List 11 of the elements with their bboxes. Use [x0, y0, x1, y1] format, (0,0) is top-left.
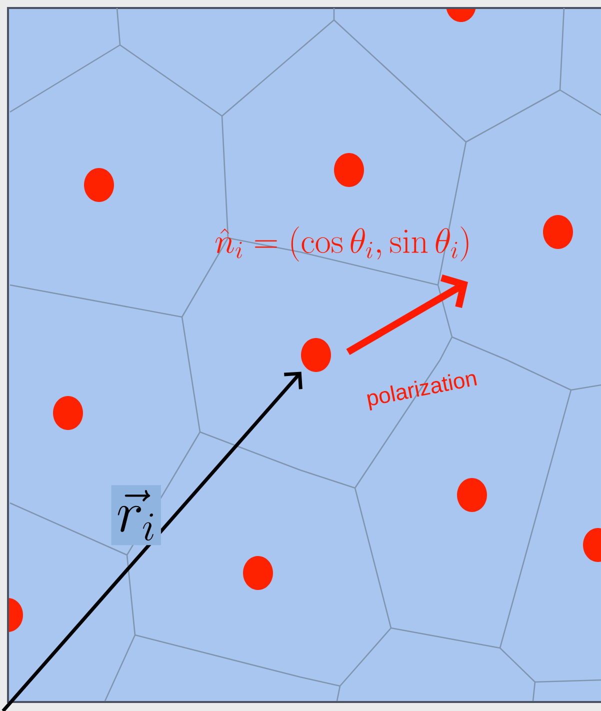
dot	[334, 153, 364, 187]
dot	[53, 396, 83, 430]
edge-label: $\vec{r}_i$	[111, 485, 161, 546]
dot	[543, 215, 573, 249]
polarization-label: polarization	[367, 374, 477, 411]
formula-label: $\hat{n}_i = (\cos\theta_i, \sin\theta_i)$	[215, 226, 468, 262]
dot	[457, 478, 487, 512]
arrow	[2, 372, 302, 711]
dot	[84, 168, 114, 202]
dot	[301, 338, 331, 372]
dot	[243, 556, 273, 590]
